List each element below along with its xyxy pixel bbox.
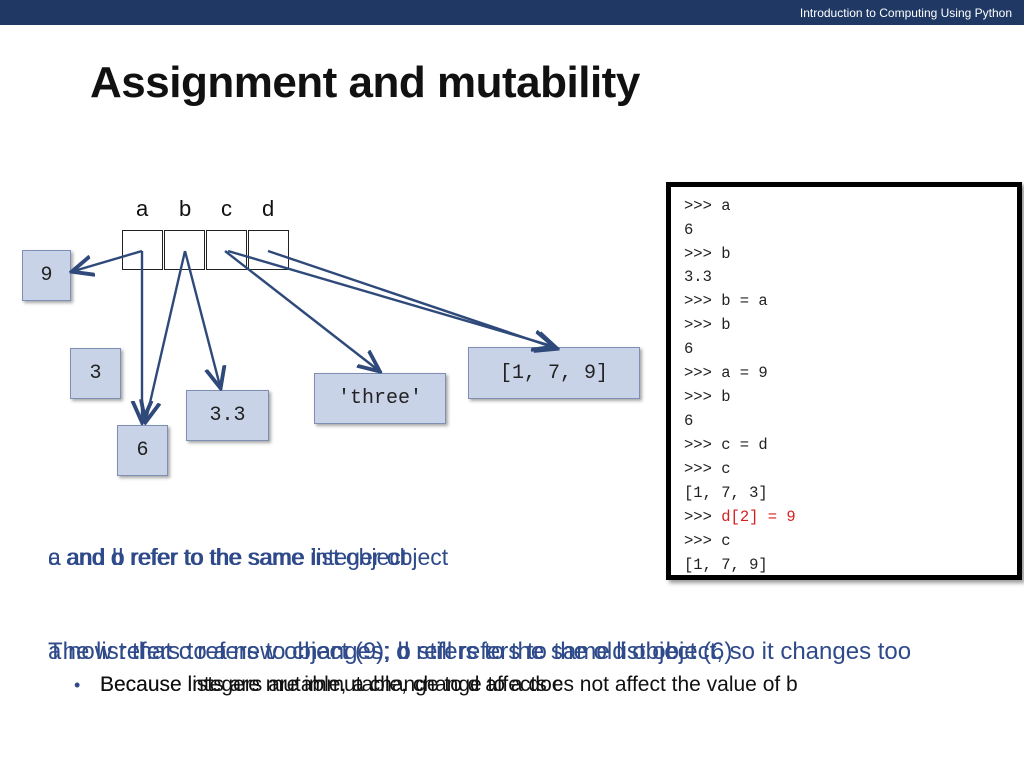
shell-line: >>> a = 9 (684, 364, 768, 382)
caption-line2-integer: a now refers to a new object (9); b stil… (48, 638, 733, 665)
shell-line: >>> b (684, 245, 731, 263)
var-label-a: a (136, 196, 149, 221)
caption-line2-list: The list that c refers to changes; d ref… (48, 638, 912, 665)
header-bar: Introduction to Computing Using Python (0, 0, 1024, 25)
shell-line: >>> a (684, 197, 731, 215)
shell-line: 6 (684, 412, 694, 430)
var-label-d: d (262, 196, 275, 221)
shell-line: >>> b (684, 388, 731, 406)
course-title: Introduction to Computing Using Python (799, 6, 1012, 20)
object-list: [1, 7, 9] (468, 347, 640, 399)
variable-cells (122, 230, 290, 270)
cell-b (164, 230, 205, 270)
shell-line: [1, 7, 9] (684, 556, 768, 574)
bullet-dot: • (74, 675, 81, 695)
arrow-b-to-three-point-three (183, 250, 220, 386)
shell-line: >>> c (684, 460, 731, 478)
cell-d (248, 230, 289, 270)
shell-red-statement: d[2] = 9 (721, 508, 796, 526)
python-shell: >>> a 6 >>> b 3.3 >>> b = a >>> b 6 >>> … (666, 182, 1022, 580)
shell-line: >>> c = d (684, 436, 768, 454)
caption-line1-integer: c and d refer to the same integer object (48, 544, 449, 570)
shell-line: [1, 7, 3] (684, 484, 768, 502)
shell-line: >>> c (684, 532, 731, 550)
shell-line-highlighted: >>> d[2] = 9 (684, 508, 796, 526)
shell-line: 6 (684, 221, 694, 239)
object-three: 3 (70, 348, 121, 399)
object-nine: 9 (22, 250, 71, 301)
shell-line: 3.3 (684, 268, 712, 286)
var-label-b: b (179, 196, 192, 221)
cell-a (122, 230, 163, 270)
object-three-string: 'three' (314, 373, 446, 424)
var-label-c: c (221, 196, 232, 221)
bullet-list-mutability: Because lists are mutable, a change to d… (100, 673, 564, 696)
shell-line: 6 (684, 340, 694, 358)
shell-line: >>> b (684, 316, 731, 334)
object-three-point-three: 3.3 (186, 390, 269, 441)
slide-title: Assignment and mutability (90, 58, 640, 107)
bullet-integer-immutability: Because integers are immutable, change t… (100, 673, 798, 696)
object-six: 6 (117, 425, 168, 476)
caption-line1-list: a and b refer to the same list object (48, 544, 408, 570)
arrow-b-to-six (146, 250, 187, 420)
shell-prompt: >>> (684, 508, 722, 526)
cell-c (206, 230, 247, 270)
shell-line: >>> b = a (684, 292, 768, 310)
arrow-d-to-list (267, 249, 555, 348)
